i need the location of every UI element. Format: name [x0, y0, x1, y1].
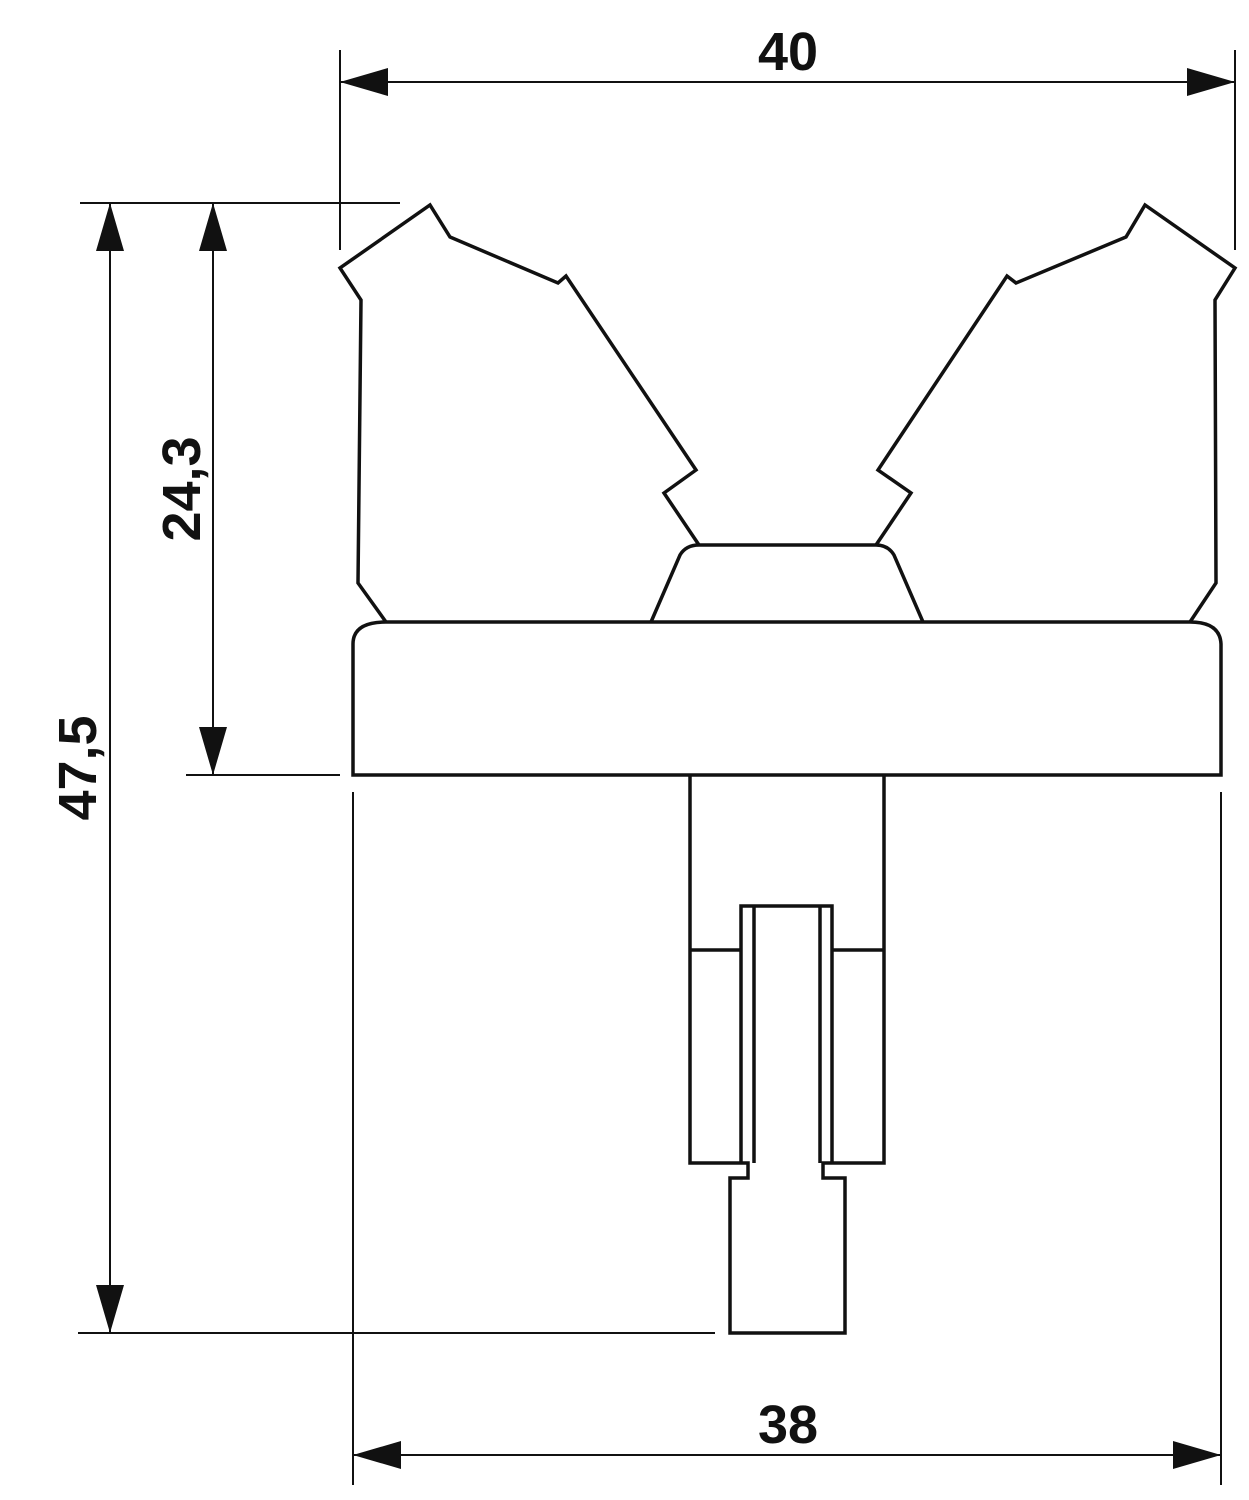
stem-slot-inner: [752, 906, 822, 1163]
stem: [688, 775, 886, 1335]
dimension-top-width: 40: [340, 22, 1235, 96]
dimension-upper-height: 24,3: [152, 203, 227, 775]
dim-label-bottom-width: 38: [758, 1395, 818, 1455]
base-flange: [351, 620, 1223, 777]
dim-label-total-height: 47,5: [48, 715, 108, 820]
left-wing: [337, 202, 701, 624]
dimension-bottom-width: 38: [353, 1395, 1221, 1469]
center-hub: [649, 543, 925, 623]
dim-label-top-width: 40: [758, 22, 818, 82]
extension-lines: [78, 50, 1236, 1485]
stem-slot-outer: [739, 904, 834, 1163]
right-wing: [874, 202, 1238, 623]
dimension-total-height: 47,5: [48, 203, 124, 1333]
part-outline: [337, 202, 1238, 1335]
dim-label-upper-height: 24,3: [152, 436, 212, 541]
